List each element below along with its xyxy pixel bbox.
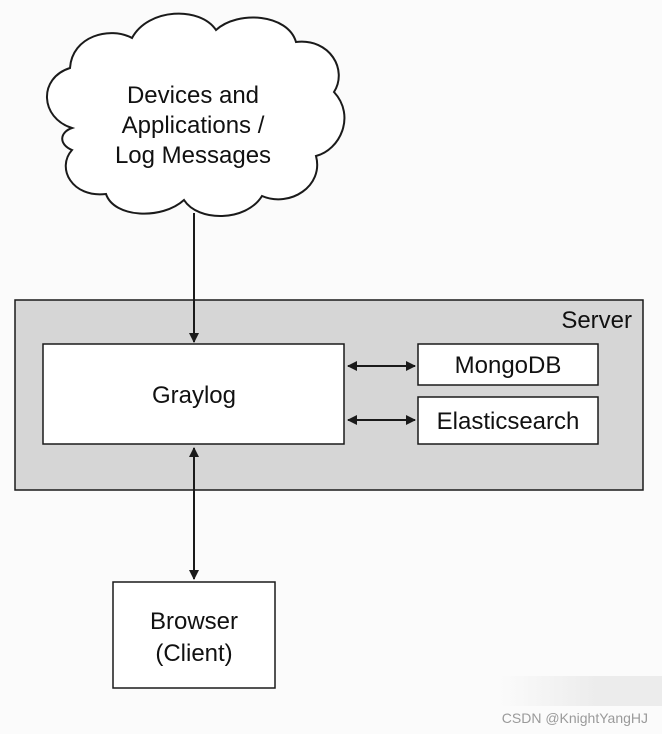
watermark-text: CSDN @KnightYangHJ [501,710,648,726]
mongodb-box [417,343,599,386]
browser-node: Browser (Client) [112,581,276,689]
browser-label-line-2: (Client) [155,640,232,667]
cloud-shape [46,12,346,217]
elasticsearch-node: Elasticsearch [417,396,599,445]
graylog-box [42,343,345,445]
mongodb-node: MongoDB [417,343,599,386]
server-label: Server [561,307,632,334]
cloud-label-line-2: Applications / [122,112,265,139]
graylog-node: Graylog [42,343,345,445]
elasticsearch-label: Elasticsearch [437,408,580,435]
cloud-label-line-3: Log Messages [115,142,271,169]
watermark-fade [500,676,662,706]
cloud-label-line-1: Devices and [127,82,259,109]
browser-label-line-1: Browser [150,608,238,635]
elasticsearch-box [417,396,599,445]
browser-box [112,581,276,689]
graylog-label: Graylog [152,382,236,409]
cloud-node: Devices and Applications / Log Messages [46,12,346,217]
mongodb-label: MongoDB [455,352,562,379]
